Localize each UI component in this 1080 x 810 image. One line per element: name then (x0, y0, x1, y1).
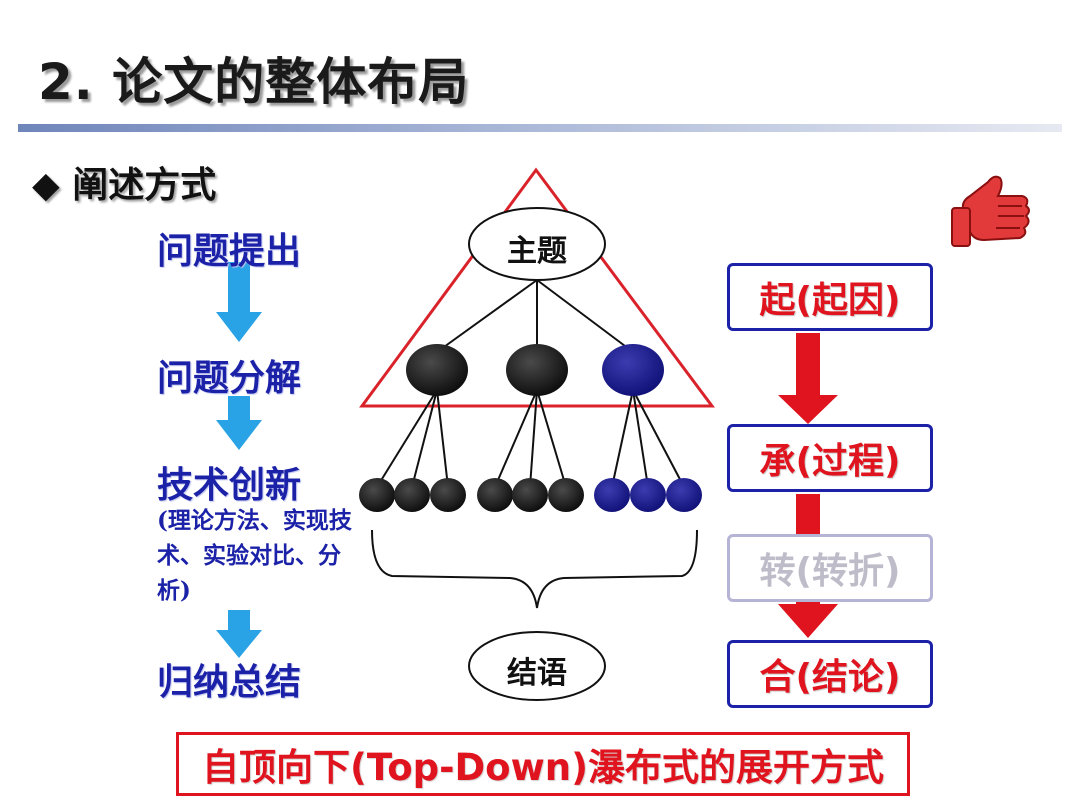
leaf-node (548, 478, 584, 512)
stage-box-process: 承(过程) (727, 424, 933, 492)
stage-box-conclusion: 合(结论) (727, 640, 933, 708)
leaf-node (630, 478, 666, 512)
leaf-node (359, 478, 395, 512)
step-label: 技术创新 (157, 465, 302, 506)
thumbs-up-icon (951, 175, 1030, 247)
hierarchy-connectors (376, 279, 685, 488)
step-label: 问题分解 (157, 358, 302, 399)
step-arrow (216, 262, 262, 342)
step-label: 问题提出 (157, 231, 302, 272)
step-arrow (216, 610, 262, 658)
leaf-node (512, 478, 548, 512)
stage-box-start: 起(起因) (727, 263, 933, 331)
stage-arrow (778, 333, 838, 424)
step-label: 归纳总结 (157, 662, 302, 703)
summary-brace (371, 529, 698, 609)
conclusion-node-label: 结语 (507, 656, 567, 691)
leaf-node (430, 478, 466, 512)
section-heading: ◆ 阐述方式 (32, 165, 217, 206)
leaf-node (394, 478, 430, 512)
summary-banner: 自顶向下(Top-Down)瀑布式的展开方式 (176, 732, 910, 796)
step-arrow (216, 396, 262, 450)
leaf-node (477, 478, 513, 512)
subtopic-node (406, 344, 468, 396)
topic-triangle (359, 167, 715, 408)
leaf-nodes (359, 478, 702, 512)
leaf-node (594, 478, 630, 512)
title-divider (18, 124, 1062, 132)
root-node (468, 207, 606, 281)
subtopic-node (506, 344, 568, 396)
step-note: (理论方法、实现技术、实验对比、分析) (157, 507, 352, 604)
stage-box-turn: 转(转折) (727, 534, 933, 602)
subtopic-node (602, 344, 664, 396)
conclusion-node (468, 631, 606, 701)
root-node-label: 主题 (507, 234, 567, 269)
leaf-node (666, 478, 702, 512)
slide-title: 2. 论文的整体布局 (38, 53, 470, 111)
